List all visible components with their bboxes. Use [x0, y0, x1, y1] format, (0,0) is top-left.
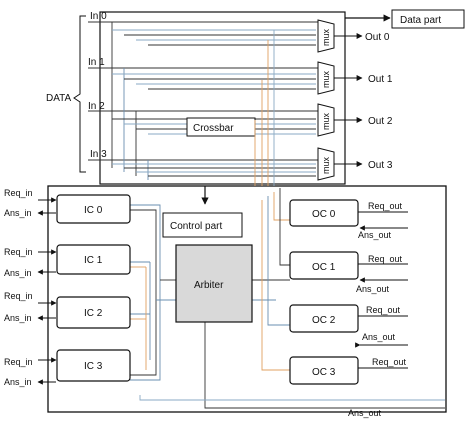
mux-label: mux [321, 70, 331, 88]
input-controller-2: IC 2 [56, 296, 131, 329]
input-label: In 2 [88, 101, 105, 112]
ans-out-label: Ans_out [348, 408, 382, 418]
output-controller-0: OC 0 [289, 199, 359, 227]
ans-in-label: Ans_in [4, 208, 32, 218]
mux-1: mux [317, 61, 335, 95]
ans-out-label: Ans_out [356, 284, 390, 294]
arbiter-label: Arbiter [194, 280, 224, 291]
ic-label: IC 2 [84, 308, 103, 319]
input-lines [88, 21, 318, 161]
output-label: Out 2 [368, 116, 393, 127]
ans-out-label: Ans_out [362, 332, 396, 342]
output-controller-1: OC 1 [289, 251, 359, 280]
oc-label: OC 3 [312, 367, 336, 378]
data-part-section: DATA [46, 9, 465, 185]
mux-2: mux [317, 103, 335, 137]
control-wires [130, 30, 445, 409]
req-out-label: Req_out [366, 305, 401, 315]
output-controller-2: OC 2 [289, 304, 359, 333]
mux-3: mux [317, 147, 335, 181]
data-part-label: Data part [400, 15, 441, 26]
ic-io-arrows [37, 197, 57, 385]
control-part-section: Control part [4, 30, 447, 418]
req-out-label: Req_out [368, 201, 403, 211]
mux-label: mux [321, 112, 331, 130]
ic-label: IC 1 [84, 255, 103, 266]
ic-label: IC 3 [84, 361, 103, 372]
mux-label: mux [321, 28, 331, 46]
ans-in-label: Ans_in [4, 377, 32, 387]
req-in-label: Req_in [4, 291, 33, 301]
mux-label: mux [321, 156, 331, 174]
crossbar-box [99, 11, 346, 185]
ans-in-label: Ans_in [4, 313, 32, 323]
control-box [47, 185, 447, 413]
crossbar-label: Crossbar [193, 123, 234, 134]
output-label: Out 3 [368, 160, 393, 171]
data-part-box [391, 9, 465, 29]
oc-label: OC 1 [312, 262, 336, 273]
control-part-box [162, 212, 243, 238]
req-out-label: Req_out [368, 254, 403, 264]
ic-label: IC 0 [84, 205, 103, 216]
ans-out-label: Ans_out [358, 230, 392, 240]
input-label: In 0 [90, 11, 107, 22]
req-in-label: Req_in [4, 357, 33, 367]
input-controller-1: IC 1 [56, 244, 131, 275]
output-label: Out 1 [368, 74, 393, 85]
input-controller-0: IC 0 [56, 194, 131, 224]
input-controller-3: IC 3 [56, 349, 131, 382]
crossbar-wires [111, 22, 316, 180]
mux-0: mux [317, 19, 335, 53]
oc-io-arrows [355, 211, 408, 369]
data-brace [73, 15, 86, 173]
output-label: Out 0 [365, 32, 390, 43]
output-arrows [334, 33, 363, 167]
output-controller-3: OC 3 [289, 356, 359, 385]
oc-label: OC 0 [312, 209, 336, 220]
req-in-label: Req_in [4, 247, 33, 257]
arbiter-block: Arbiter [175, 244, 253, 323]
input-label: In 3 [90, 149, 107, 160]
req-in-label: Req_in [4, 188, 33, 198]
data-label: DATA [46, 93, 72, 104]
ans-in-label: Ans_in [4, 268, 32, 278]
control-part-label: Control part [170, 221, 222, 232]
req-out-label: Req_out [372, 357, 407, 367]
input-label: In 1 [88, 57, 105, 68]
oc-label: OC 2 [312, 315, 336, 326]
